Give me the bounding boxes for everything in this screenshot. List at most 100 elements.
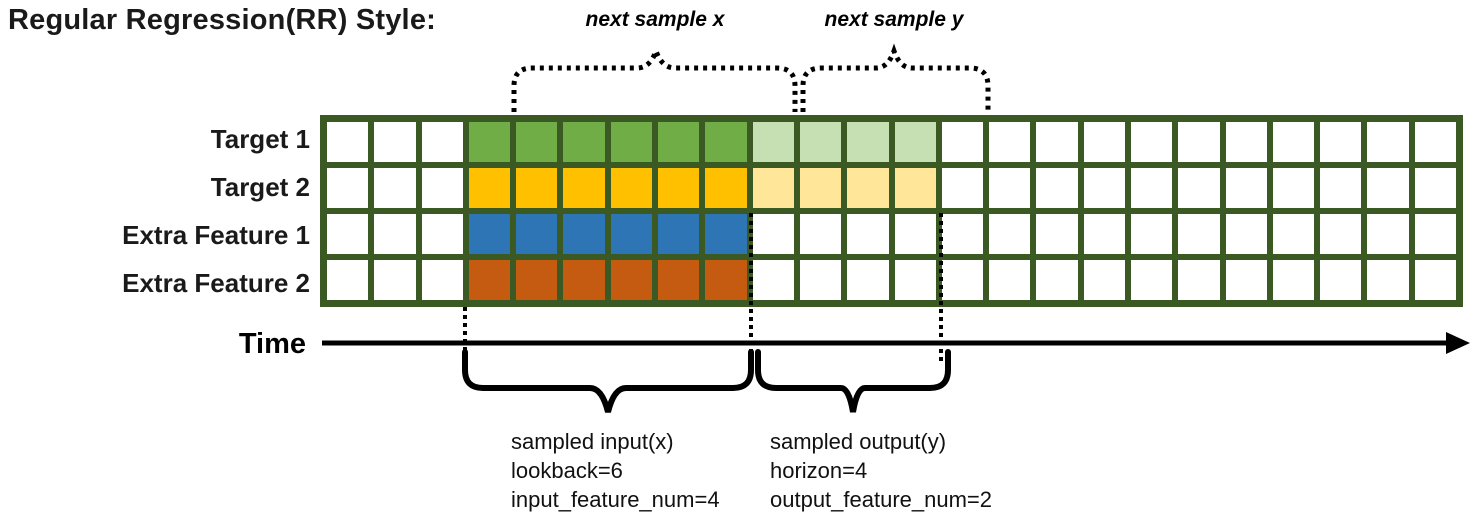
grid-cell	[1272, 214, 1315, 254]
grid-cell	[421, 260, 463, 300]
output-annotation-line: sampled output(y)	[770, 429, 947, 454]
grid-cell	[658, 168, 700, 208]
grid-cell	[1272, 122, 1315, 162]
grid-cell	[1036, 214, 1078, 254]
grid-cell	[1130, 122, 1173, 162]
next-sample-x-label: next sample x	[585, 8, 725, 31]
grid-cell	[705, 260, 747, 300]
grid-cell	[1320, 122, 1362, 162]
grid-cell	[1414, 260, 1456, 300]
grid-cell	[1130, 214, 1173, 254]
grid-cell	[1178, 214, 1220, 254]
grid-cell	[894, 122, 936, 162]
grid-cell	[327, 168, 369, 208]
grid-cell	[1178, 260, 1220, 300]
sample-grid	[320, 115, 1463, 307]
grid-cell	[989, 214, 1031, 254]
grid-cell	[658, 122, 700, 162]
grid-cell	[941, 122, 984, 162]
grid-cell	[989, 122, 1031, 162]
sampled-output-brace	[755, 349, 951, 413]
grid-cell	[374, 260, 416, 300]
time-axis-label: Time	[238, 328, 306, 360]
time-axis-arrowhead	[1446, 332, 1470, 354]
grid-cell	[327, 260, 369, 300]
grid-cell	[1320, 260, 1362, 300]
grid-cell	[610, 260, 653, 300]
grid-cell	[1367, 122, 1409, 162]
grid-cell	[1036, 122, 1078, 162]
grid-cell	[327, 214, 369, 254]
grid-cell	[1367, 260, 1409, 300]
grid-cell	[1272, 168, 1315, 208]
grid-cell	[1225, 122, 1267, 162]
input-annotation-line: input_feature_num=4	[511, 487, 720, 512]
input-annotation-line: sampled input(x)	[511, 429, 674, 454]
grid-cell	[1272, 260, 1315, 300]
grid-cell	[799, 168, 842, 208]
grid-cell	[1130, 168, 1173, 208]
grid-cell	[421, 122, 463, 162]
grid-cell	[1036, 168, 1078, 208]
grid-cell	[468, 122, 511, 162]
grid-cell	[374, 214, 416, 254]
row-label-target-1: Target 1	[210, 124, 310, 154]
grid-cell	[894, 214, 936, 254]
output-annotation-line: output_feature_num=2	[770, 487, 993, 512]
grid-cell	[752, 168, 794, 208]
grid-cell	[1178, 168, 1220, 208]
grid-cell	[374, 122, 416, 162]
row-labels: Target 1 Target 2 Extra Feature 1 Extra …	[0, 115, 310, 307]
grid-cell	[516, 214, 558, 254]
grid-cell	[1414, 214, 1456, 254]
grid-cell	[374, 168, 416, 208]
grid-cell	[1083, 214, 1125, 254]
grid-cell	[516, 168, 558, 208]
next-sample-y-label: next sample y	[824, 8, 964, 31]
grid-cell	[705, 122, 747, 162]
grid-cell	[1367, 168, 1409, 208]
output-annotation-line: horizon=4	[770, 458, 868, 483]
grid-cell	[1225, 168, 1267, 208]
grid-cell	[1178, 122, 1220, 162]
grid-cell	[658, 260, 700, 300]
grid-cell	[563, 214, 605, 254]
grid-cell	[563, 122, 605, 162]
grid-cell	[1225, 260, 1267, 300]
grid-cell	[563, 260, 605, 300]
grid-cell	[610, 168, 653, 208]
grid-cell	[1083, 168, 1125, 208]
grid-cell	[799, 260, 842, 300]
input-annotation: sampled input(x) lookback=6 input_featur…	[511, 427, 720, 514]
grid-cell	[1083, 122, 1125, 162]
output-annotation: sampled output(y) horizon=4 output_featu…	[770, 427, 992, 514]
grid-cell	[468, 260, 511, 300]
sampled-input-brace	[462, 349, 754, 413]
grid-cell	[941, 260, 984, 300]
grid-cell	[1130, 260, 1173, 300]
grid-cell	[894, 260, 936, 300]
grid-cell	[989, 168, 1031, 208]
grid-cell	[894, 168, 936, 208]
grid-cell	[799, 122, 842, 162]
row-label-target-2: Target 2	[210, 172, 310, 202]
row-label-extra-feature-2: Extra Feature 2	[122, 268, 310, 298]
grid-cell	[468, 168, 511, 208]
grid-cell	[941, 168, 984, 208]
grid-cell	[1414, 168, 1456, 208]
next-sample-x-brace	[511, 43, 798, 112]
grid-cell	[752, 260, 794, 300]
grid-cell	[847, 214, 889, 254]
grid-cell	[1414, 122, 1456, 162]
grid-cell	[752, 214, 794, 254]
grid-cell	[752, 122, 794, 162]
grid-cell	[1083, 260, 1125, 300]
grid-cell	[941, 214, 984, 254]
grid-cell	[421, 168, 463, 208]
grid-cell	[1225, 214, 1267, 254]
grid-cell	[1320, 168, 1362, 208]
grid-cell	[847, 168, 889, 208]
grid-cell	[610, 122, 653, 162]
grid-cell	[1367, 214, 1409, 254]
